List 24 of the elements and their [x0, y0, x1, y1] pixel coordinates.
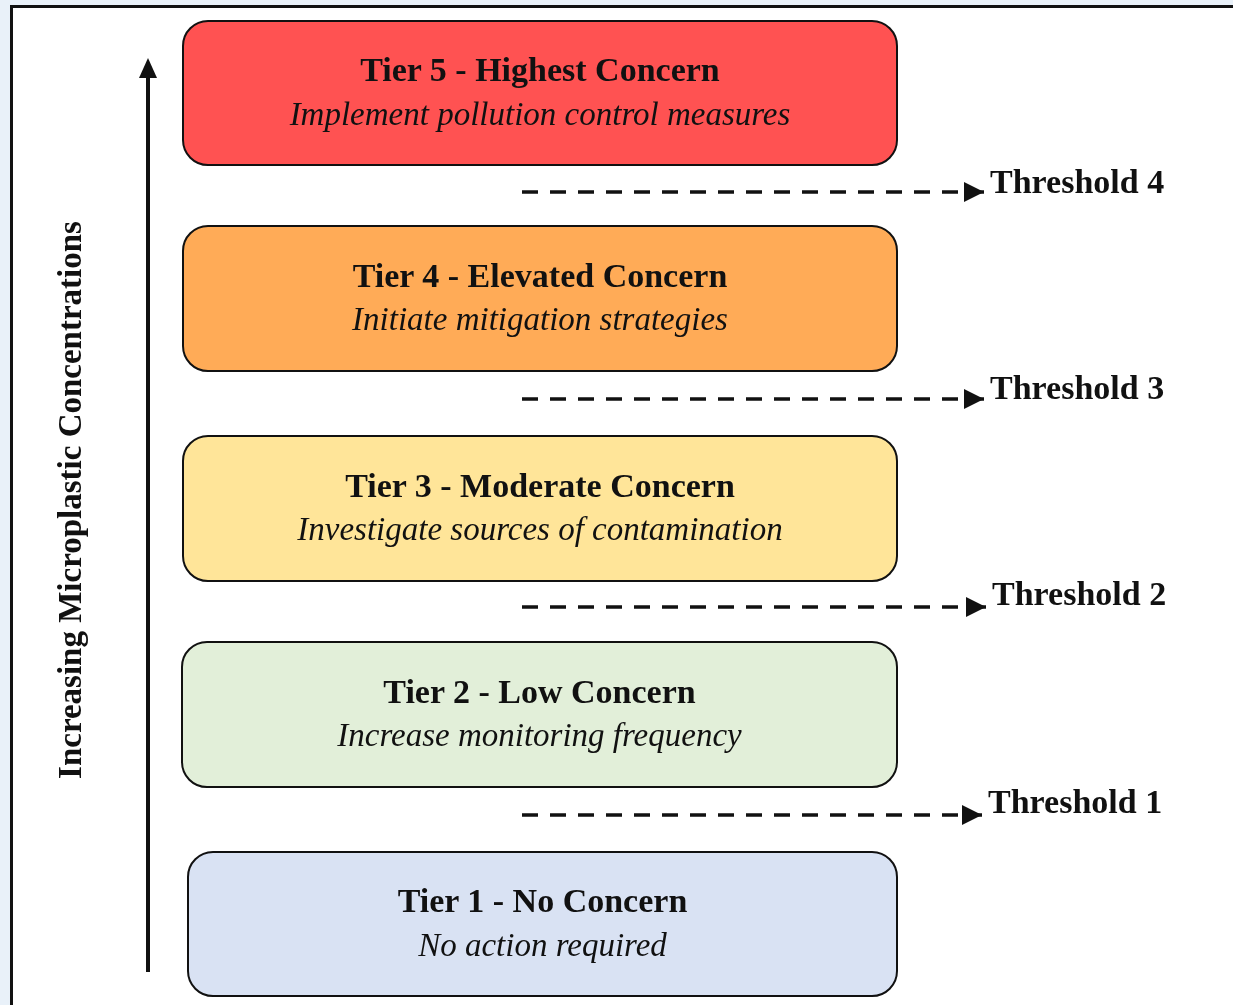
threshold-label: Threshold 4 [990, 162, 1165, 203]
dashed-arrow [522, 597, 986, 617]
tier-box [182, 20, 898, 166]
action-text: Investigate sources of contamination [297, 510, 783, 550]
threshold-label: Threshold 1 [988, 782, 1163, 823]
action-text: No action required [418, 925, 667, 965]
tier-title: Tier 3 - Moderate Concern [345, 465, 735, 506]
tier-box [182, 225, 898, 372]
axis-label: Increasing Microplastic Concentrations [51, 221, 89, 779]
tier-title: Tier 2 - Low Concern [383, 671, 696, 712]
tier-title: Tier 5 - Highest Concern [360, 50, 720, 91]
tier-box [181, 641, 898, 788]
action-text: Increase monitoring frequency [337, 716, 742, 756]
threshold-label: Threshold 3 [990, 368, 1165, 409]
action-text: Implement pollution control measures [289, 94, 791, 134]
tier-box [182, 435, 898, 582]
action-text: Initiate mitigation strategies [352, 300, 728, 340]
dashed-arrow [522, 182, 984, 202]
dashed-arrow [522, 389, 984, 409]
threshold-label: Threshold 2 [992, 574, 1167, 615]
tier-title: Tier 1 - No Concern [397, 881, 688, 922]
tier-box [187, 851, 898, 997]
dashed-arrow [522, 805, 982, 825]
tier-title: Tier 4 - Elevated Concern [352, 255, 728, 296]
